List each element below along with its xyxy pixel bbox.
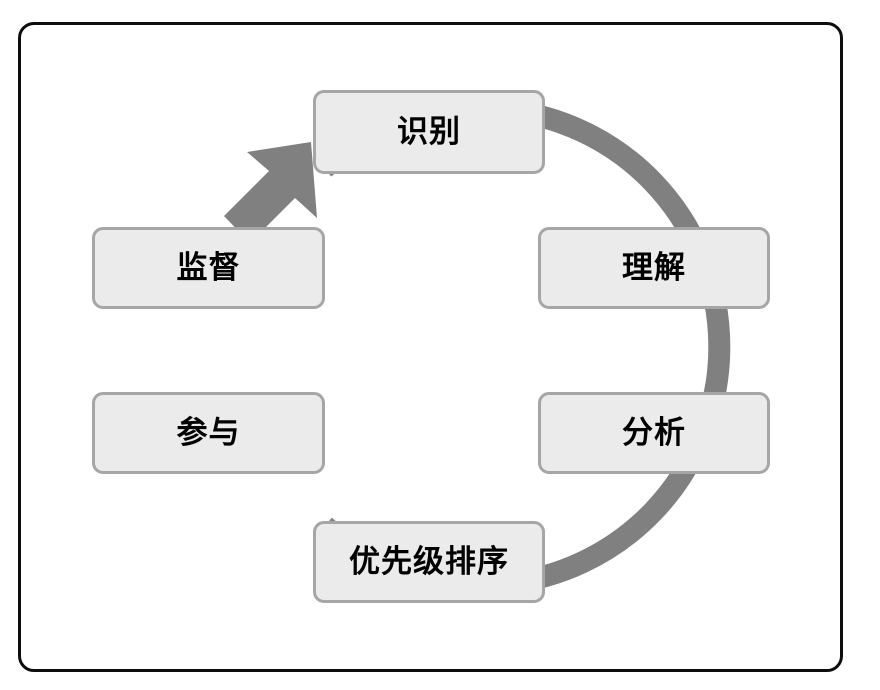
stage-label-analyze: 分析 [622, 414, 686, 451]
ring-arrowhead [224, 142, 317, 243]
stage-label-monitor: 监督 [176, 249, 241, 286]
stage-box-prioritize[interactable]: 优先级排序 [313, 521, 545, 603]
stage-label-identify: 识别 [397, 113, 461, 150]
stage-box-analyze[interactable]: 分析 [538, 392, 770, 474]
stage-box-understand[interactable]: 理解 [538, 227, 770, 309]
stage-box-engage[interactable]: 参与 [92, 392, 325, 474]
stage-label-engage: 参与 [176, 414, 241, 451]
stage-box-monitor[interactable]: 监督 [92, 227, 325, 309]
stage-box-identify[interactable]: 识别 [313, 90, 545, 174]
ring-arc-path [316, 97, 731, 596]
ring-group [224, 97, 731, 596]
stage-label-understand: 理解 [622, 249, 686, 286]
stage-label-prioritize: 优先级排序 [349, 543, 509, 580]
